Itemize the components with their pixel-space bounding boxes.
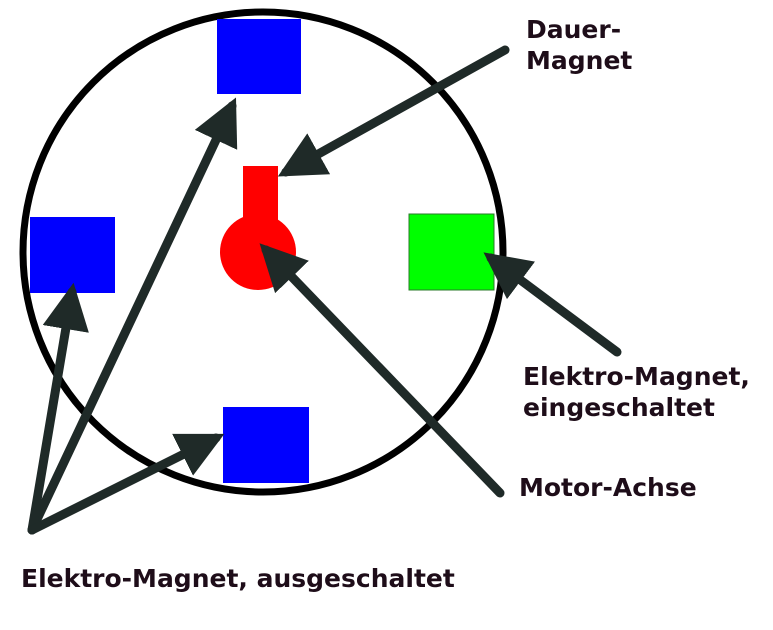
label-permanent-magnet-line2: Magnet <box>526 46 633 75</box>
arrow-electromagnet-on <box>483 252 622 357</box>
label-electromagnet-on-line2: eingeschaltet <box>523 393 715 422</box>
electromagnet-top <box>217 19 301 94</box>
arrow-motor-axis <box>259 243 505 498</box>
electromagnet-left <box>30 217 115 293</box>
arrow-electromagnet-off-bottom <box>27 433 225 535</box>
label-electromagnets-off: Elektro-Magnet, ausgeschaltet <box>21 564 455 593</box>
electromagnet-right-on <box>408 213 495 291</box>
label-electromagnet-on-line1: Elektro-Magnet, <box>523 362 750 391</box>
arrow-permanent-magnet <box>277 45 510 177</box>
label-permanent-magnet-line1: Dauer- <box>526 15 622 44</box>
motor-axis-hub <box>220 214 296 290</box>
arrow-electromagnet-off-top <box>27 97 238 535</box>
label-motor-axis: Motor-Achse <box>519 473 697 502</box>
label-electromagnet-on: Elektro-Magnet, eingeschaltet <box>523 361 750 423</box>
motor-housing-circle <box>19 8 507 496</box>
arrow-electromagnet-off-left <box>27 282 89 535</box>
label-permanent-magnet: Dauer- Magnet <box>526 14 632 76</box>
electromagnet-bottom <box>223 407 309 483</box>
